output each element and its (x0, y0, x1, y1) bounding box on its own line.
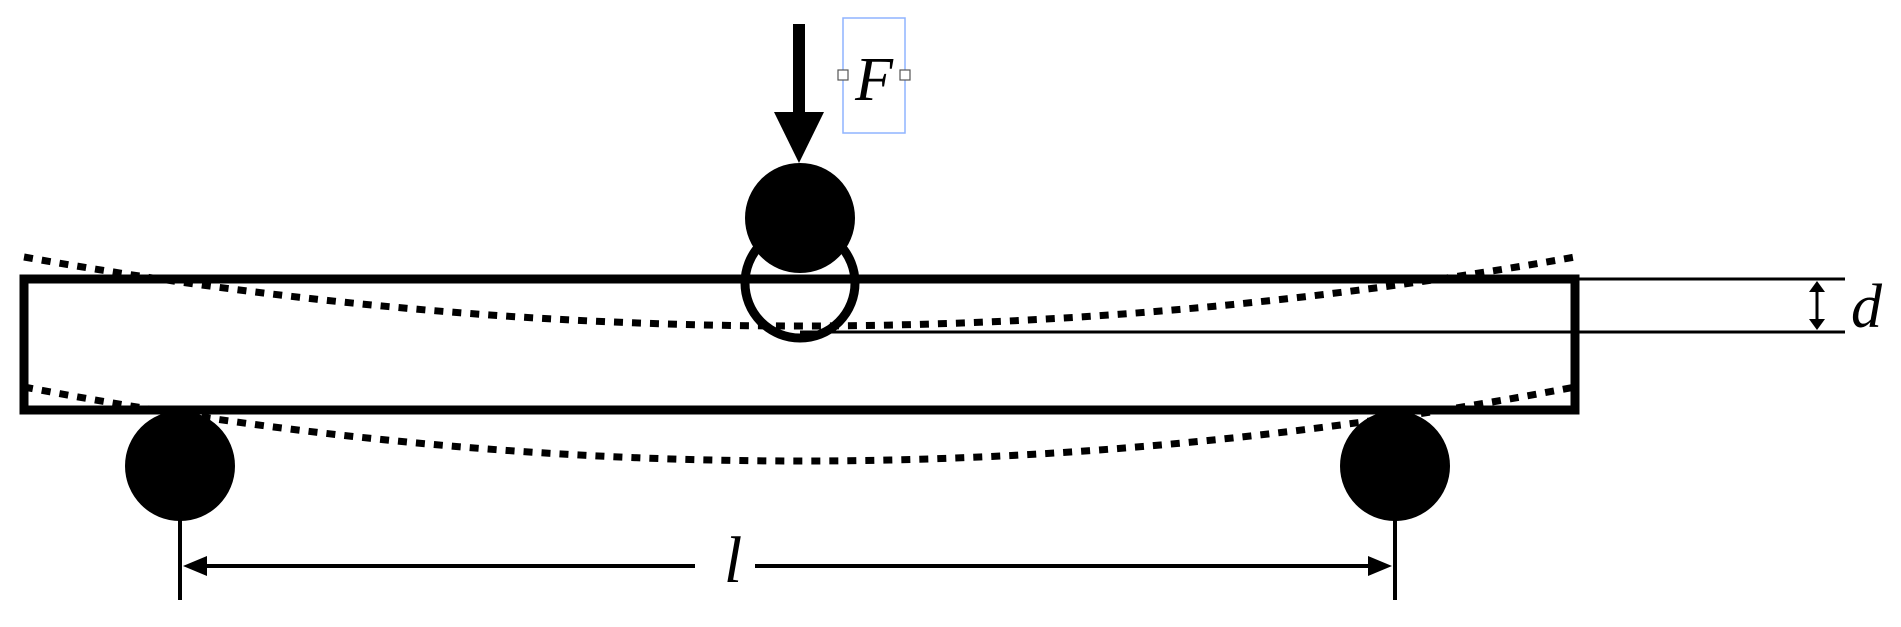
deflected-beam-bottom-edge (23, 383, 1576, 465)
load-roller (745, 163, 855, 273)
span-label: l (724, 524, 742, 597)
force-arrow-shaft (793, 24, 805, 114)
force-label: F (854, 46, 894, 114)
beam (19, 274, 1580, 415)
deflected-beam-top-edge (23, 253, 1576, 330)
force-arrow (774, 24, 824, 163)
left-support-roller (125, 411, 235, 521)
textbox-left-handle[interactable] (837, 69, 849, 81)
contact-ring (740, 223, 860, 343)
force-label-textbox[interactable]: F (837, 17, 911, 134)
force-arrow-head (774, 112, 824, 163)
deflection-label: d (1851, 273, 1883, 341)
deflection-dimension-arrow (1809, 281, 1825, 330)
deflected-beam-outline (23, 253, 1576, 465)
span-dimension-line (183, 556, 1392, 576)
right-support-roller (1340, 411, 1450, 521)
textbox-right-handle[interactable] (899, 69, 911, 81)
